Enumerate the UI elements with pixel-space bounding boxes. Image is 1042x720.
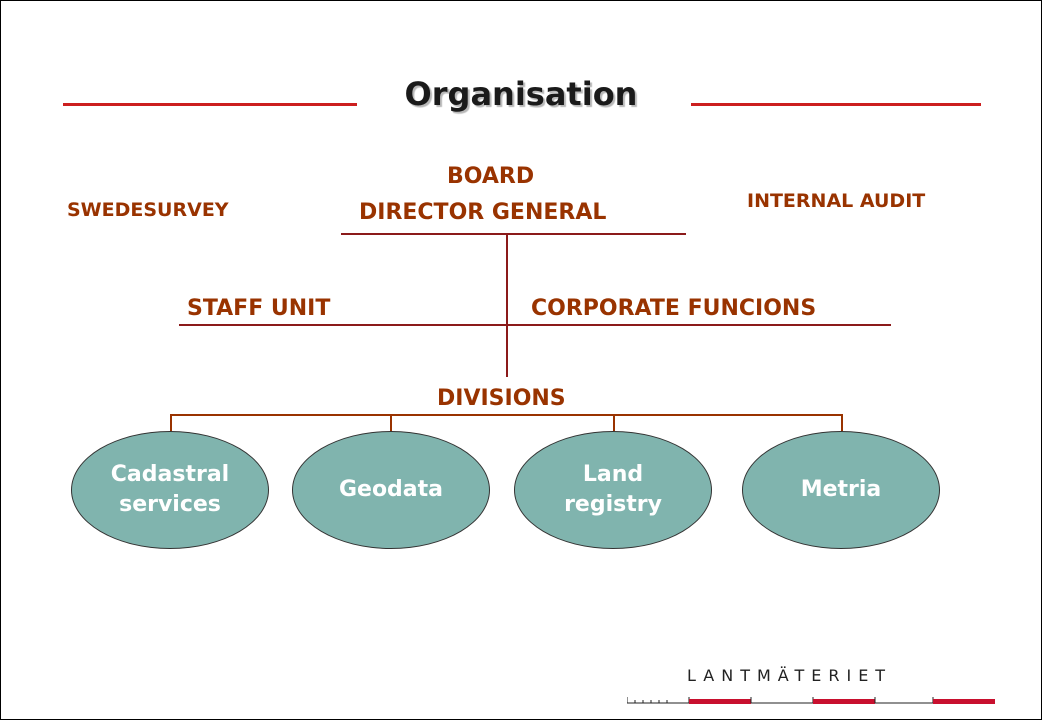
title-rule-right — [691, 103, 981, 106]
division-metria: Metria — [742, 431, 940, 549]
staff-unit-label: STAFF UNIT — [187, 296, 331, 321]
division-cadastral-services: Cadastral services — [71, 431, 269, 549]
director-underline — [341, 233, 686, 235]
swedesurvey-label: SWEDESURVEY — [67, 199, 229, 221]
corporate-functions-label: CORPORATE FUNCIONS — [531, 296, 817, 321]
lantmateriet-scalebar-icon — [627, 697, 995, 704]
connector-cadastral — [170, 414, 172, 431]
director-general-label: DIRECTOR GENERAL — [359, 200, 607, 225]
division-land-registry: Land registry — [514, 431, 712, 549]
trunk-line — [506, 234, 508, 377]
connector-land-registry — [613, 414, 615, 431]
title-rule-left — [63, 103, 357, 106]
internal-audit-label: INTERNAL AUDIT — [747, 190, 926, 212]
divisions-connector — [170, 414, 843, 416]
slide-title: Organisation — [404, 75, 638, 113]
lantmateriet-logo-text: LANTMÄTERIET — [687, 666, 893, 685]
connector-metria — [841, 414, 843, 431]
divisions-label: DIVISIONS — [437, 386, 566, 411]
connector-geodata — [390, 414, 392, 431]
board-label: BOARD — [447, 164, 535, 189]
staff-corporate-line — [179, 324, 891, 326]
division-geodata: Geodata — [292, 431, 490, 549]
